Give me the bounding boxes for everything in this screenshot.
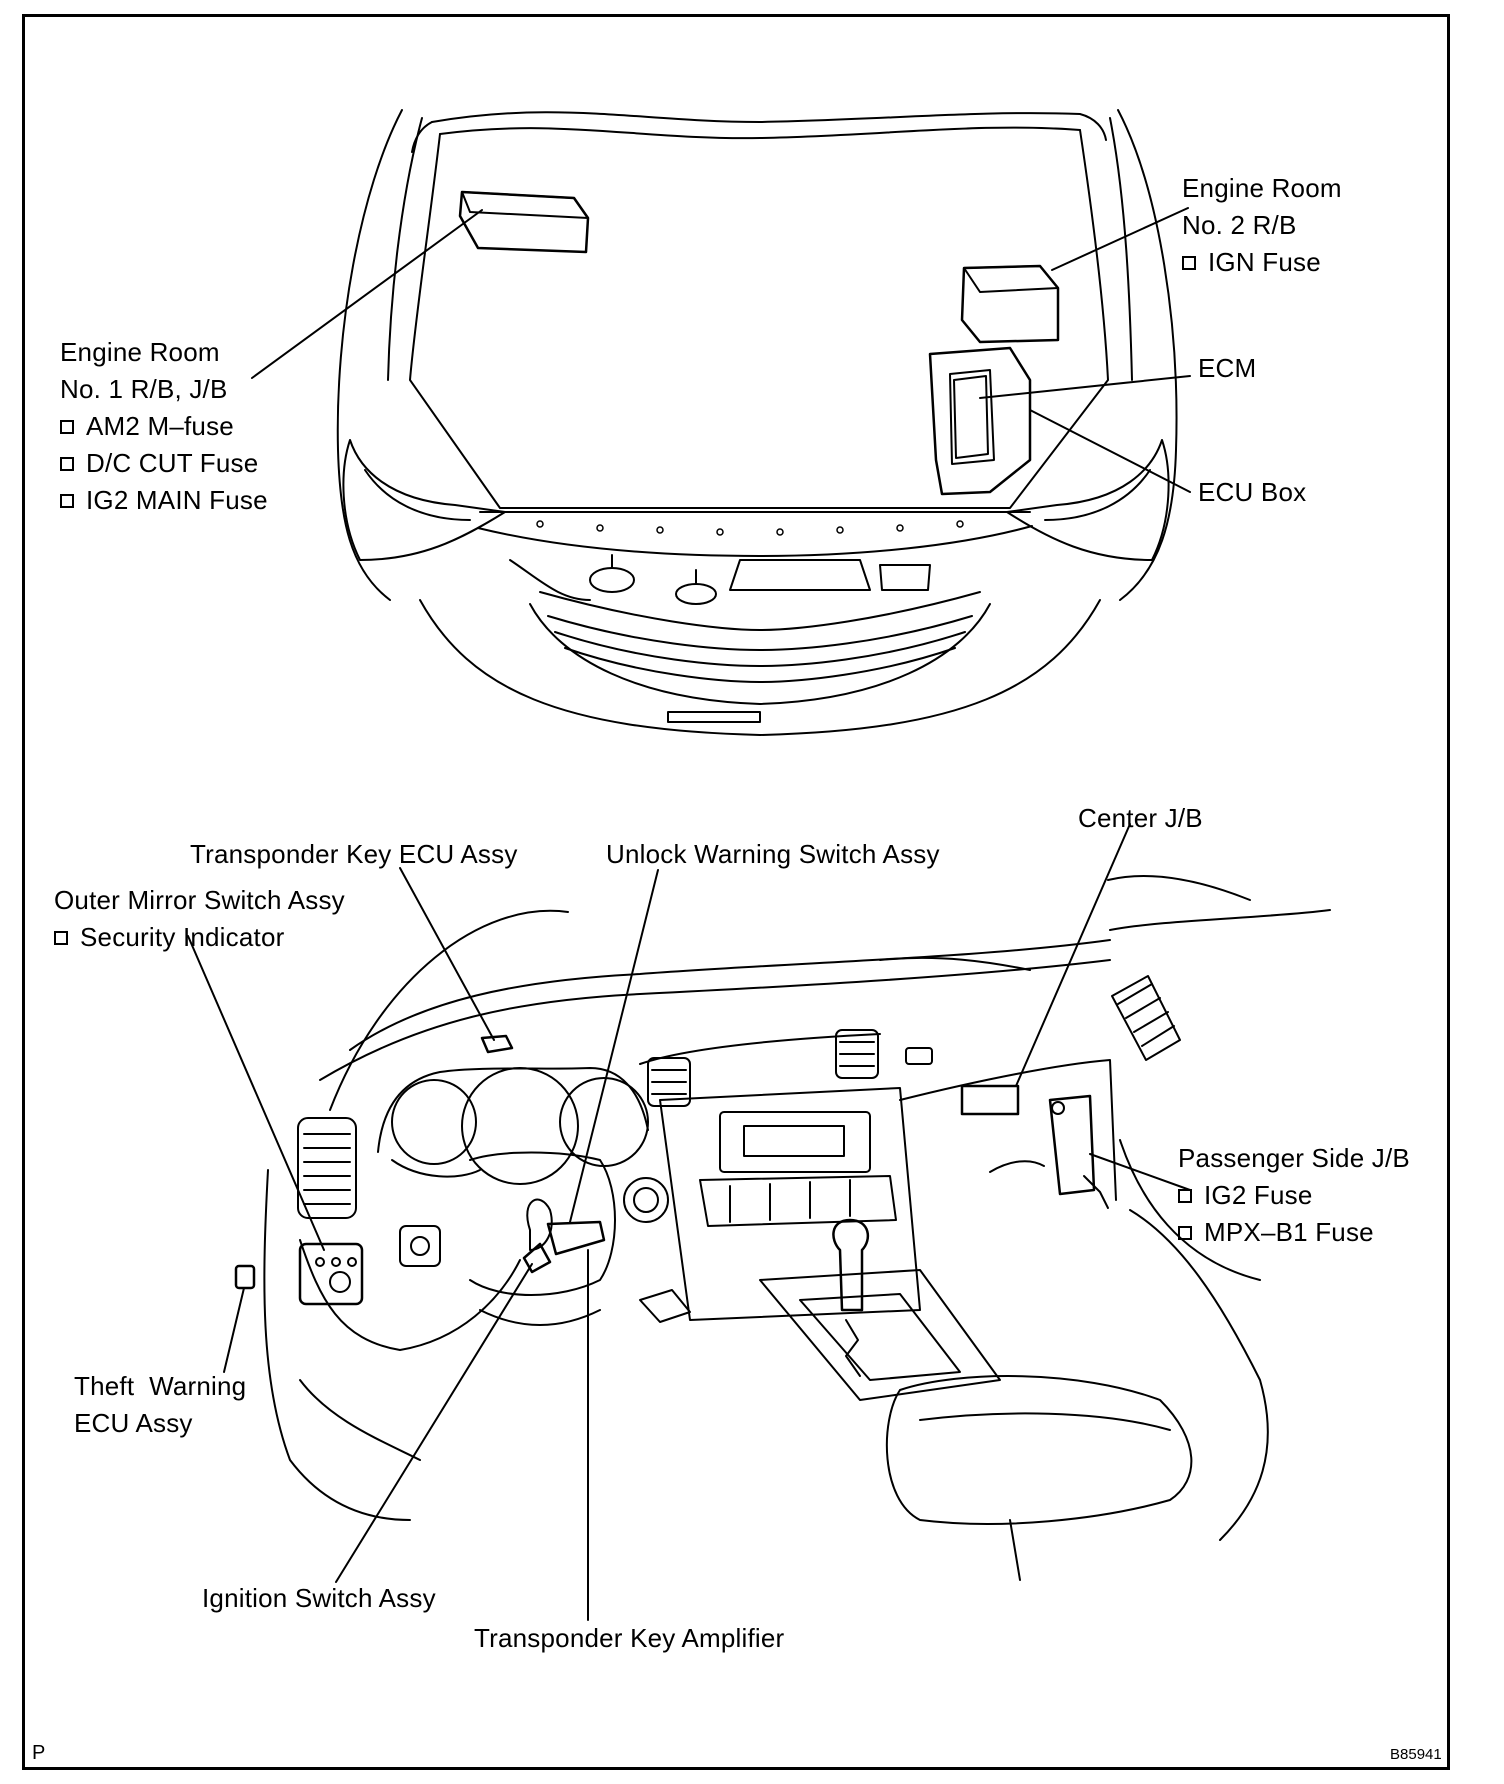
label-ecu-box: ECU Box bbox=[1198, 477, 1307, 507]
checklist-item: D/C CUT Fuse bbox=[60, 445, 268, 482]
engine-leader-lines bbox=[251, 207, 1191, 493]
label-engine-room-no2: Engine Room No. 2 R/B IGN Fuse bbox=[1182, 170, 1342, 281]
checkbox-square-icon bbox=[60, 494, 74, 508]
label-theft-warning-ecu: Theft Warning ECU Assy bbox=[74, 1368, 246, 1442]
checkbox-square-icon bbox=[1182, 256, 1196, 270]
checkbox-square-icon bbox=[60, 420, 74, 434]
label-ignition-switch: Ignition Switch Assy bbox=[202, 1583, 436, 1613]
checklist-item: MPX–B1 Fuse bbox=[1178, 1214, 1410, 1251]
checkbox-square-icon bbox=[1178, 1189, 1192, 1203]
label-transponder-key-amplifier: Transponder Key Amplifier bbox=[474, 1623, 785, 1653]
figure-code: B85941 bbox=[1390, 1746, 1442, 1763]
label-line: Engine Room bbox=[1182, 173, 1342, 203]
label-engine-room-no1: Engine Room No. 1 R/B, J/B AM2 M–fuse D/… bbox=[60, 334, 268, 519]
label-unlock-warning-switch: Unlock Warning Switch Assy bbox=[606, 839, 940, 869]
interior-leader-lines bbox=[187, 823, 1191, 1621]
checkbox-square-icon bbox=[54, 931, 68, 945]
checklist-item: AM2 M–fuse bbox=[60, 408, 268, 445]
checklist-item: Security Indicator bbox=[54, 919, 345, 956]
checkbox-square-icon bbox=[60, 457, 74, 471]
label-line: Passenger Side J/B bbox=[1178, 1143, 1410, 1173]
label-ecm: ECM bbox=[1198, 353, 1257, 383]
label-passenger-side-jb: Passenger Side J/B IG2 Fuse MPX–B1 Fuse bbox=[1178, 1140, 1410, 1251]
label-outer-mirror-switch: Outer Mirror Switch Assy Security Indica… bbox=[54, 882, 345, 956]
label-line: No. 2 R/B bbox=[1182, 210, 1297, 240]
label-center-jb: Center J/B bbox=[1078, 803, 1203, 833]
diagram-frame bbox=[22, 14, 1450, 1770]
checklist-item: IGN Fuse bbox=[1182, 244, 1342, 281]
label-transponder-key-ecu: Transponder Key ECU Assy bbox=[190, 839, 518, 869]
checklist-item: IG2 MAIN Fuse bbox=[60, 482, 268, 519]
engine-compartment-drawing bbox=[336, 109, 1178, 736]
label-line: Outer Mirror Switch Assy bbox=[54, 885, 345, 915]
label-line: Engine Room bbox=[60, 337, 220, 367]
label-line: Theft Warning bbox=[74, 1371, 247, 1401]
label-line: No. 1 R/B, J/B bbox=[60, 374, 228, 404]
interior-drawing bbox=[234, 875, 1331, 1581]
page-letter: P bbox=[32, 1742, 46, 1764]
checkbox-square-icon bbox=[1178, 1226, 1192, 1240]
label-line: ECU Assy bbox=[74, 1408, 193, 1438]
checklist-item: IG2 Fuse bbox=[1178, 1177, 1410, 1214]
